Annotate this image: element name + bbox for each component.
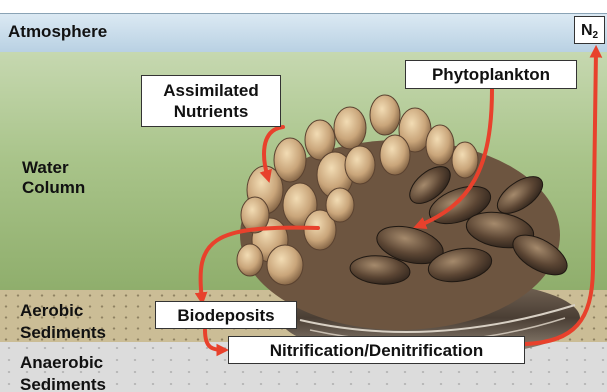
phytoplankton-box: Phytoplankton bbox=[405, 60, 577, 89]
arrow-mussels-to-biodeposits bbox=[201, 228, 318, 300]
arrow-biodeposits-to-nitrification bbox=[205, 330, 224, 350]
n2-subscript: 2 bbox=[593, 30, 599, 41]
water-label-line1: Water bbox=[22, 158, 142, 178]
atmosphere-label: Atmosphere bbox=[8, 22, 107, 42]
water-label-line2: Column bbox=[22, 178, 142, 198]
n2-box: N2 bbox=[574, 16, 605, 44]
water-column-label: Water Column bbox=[22, 158, 142, 198]
assimilated-line1: Assimilated bbox=[142, 80, 280, 101]
n2-symbol: N bbox=[581, 22, 593, 39]
anaerobic-label-line1: Anaerobic bbox=[20, 352, 180, 374]
biodeposits-box: Biodeposits bbox=[155, 301, 297, 329]
assimilated-line2: Nutrients bbox=[142, 101, 280, 122]
arrow-nitrification-to-n2 bbox=[525, 50, 596, 344]
assimilated-nutrients-box: Assimilated Nutrients bbox=[141, 75, 281, 127]
arrow-phytoplankton-to-mussels bbox=[418, 89, 492, 226]
arrow-nutrients-to-mussels bbox=[264, 127, 283, 178]
anaerobic-sediments-label: Anaerobic Sediments bbox=[20, 352, 180, 392]
anaerobic-label-line2: Sediments bbox=[20, 374, 180, 392]
nitrification-denitrification-box: Nitrification/Denitrification bbox=[228, 336, 525, 364]
